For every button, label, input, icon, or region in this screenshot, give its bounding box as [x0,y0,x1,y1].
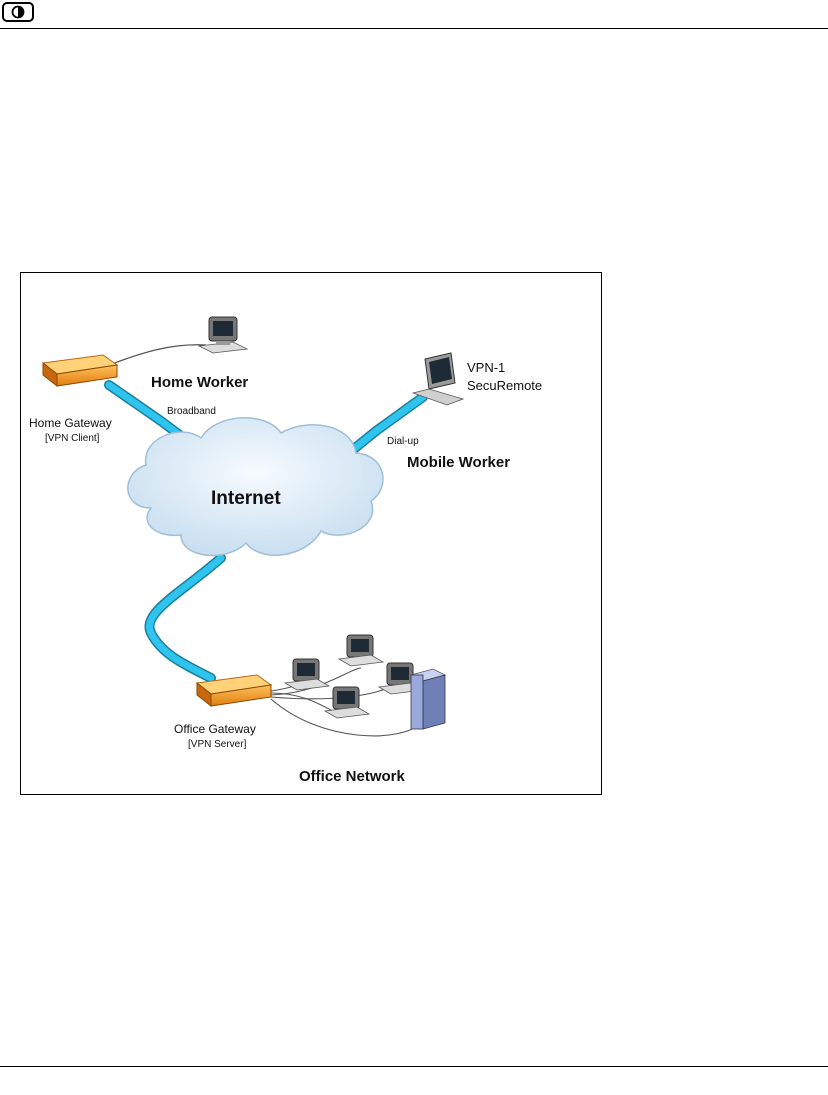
diagram-canvas: Internet [21,273,602,795]
home-gateway-label: Home Gateway [29,416,112,430]
office-gateway-label: Office Gateway [174,722,256,736]
office-server [411,669,445,729]
network-diagram: Internet [20,272,602,795]
office-gateway-role-label: [VPN Server] [188,739,247,750]
office-pc [285,659,329,690]
circle-half-icon [2,2,34,22]
dialup-label: Dial-up [387,436,419,447]
mobile-worker-label: Mobile Worker [407,454,510,471]
office-pc [325,687,369,718]
office-link [149,558,221,678]
office-pc [339,635,383,666]
vpn-client-line2: SecuRemote [467,378,542,393]
home-worker-pc [199,317,247,353]
office-network-label: Office Network [299,768,406,785]
internet-label: Internet [211,488,281,509]
header-rule [0,28,828,29]
vpn-client-line1: VPN-1 [467,360,505,375]
internet-cloud [128,418,383,556]
home-lan-cable [109,345,206,365]
home-worker-label: Home Worker [151,374,248,391]
home-gateway-role-label: [VPN Client] [45,433,100,444]
footer-rule [0,1066,828,1067]
broadband-label: Broadband [167,406,216,417]
